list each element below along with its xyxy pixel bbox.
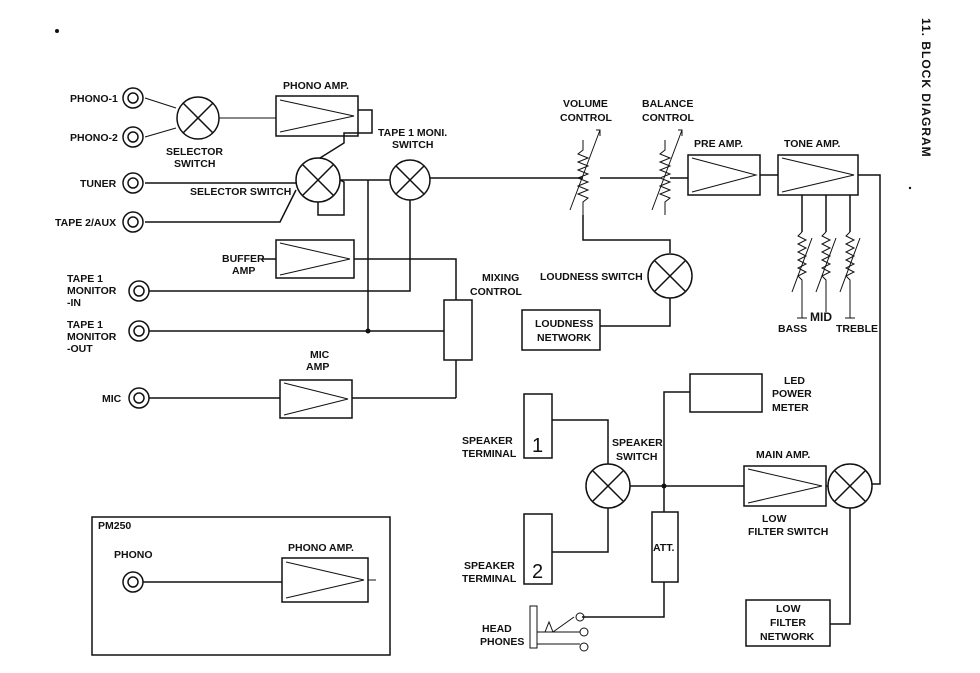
main-amp-label: MAIN AMP. [756, 449, 810, 461]
tuner-label: TUNER [80, 178, 117, 190]
low-filter-switch-label-1: LOW [762, 513, 787, 525]
inset-phono-amp [281, 557, 369, 603]
tape1-out-label-3: -OUT [67, 343, 93, 355]
mic-amp [279, 379, 353, 419]
tape1-out-label-2: MONITOR [67, 331, 117, 343]
tape1-moni-switch [389, 159, 431, 201]
speaker-terminal-1 [523, 393, 553, 459]
mixing-control-label-2: CONTROL [470, 286, 522, 298]
tone-amp-label: TONE AMP. [784, 138, 840, 150]
balance-control [651, 129, 683, 215]
balance-control-label-2: CONTROL [642, 112, 694, 124]
loudness-network-label-1: LOUDNESS [535, 318, 593, 330]
speaker-terminal-1-label-1: SPEAKER [462, 435, 513, 447]
tape1-in-label-2: MONITOR [67, 285, 117, 297]
speaker-terminal-1-number: 1 [532, 435, 543, 457]
selector-switch-1 [176, 96, 220, 140]
phono-amp [275, 95, 359, 137]
treble-label: TREBLE [836, 323, 878, 335]
tape1-in-label-1: TAPE 1 [67, 273, 103, 285]
loudness-network [521, 309, 601, 351]
low-filter-switch-label-2: FILTER SWITCH [748, 526, 828, 538]
low-filter-network-label-3: NETWORK [760, 631, 815, 643]
inset-phono-amp-label: PHONO AMP. [288, 542, 354, 554]
speaker-terminal-2-number: 2 [532, 561, 543, 583]
loudness-switch [647, 253, 693, 299]
selector-switch-1-label-2: SWITCH [174, 158, 215, 170]
low-filter-network-label-2: FILTER [770, 617, 806, 629]
tape1-in-label-3: -IN [67, 297, 81, 309]
low-filter-network [745, 599, 831, 647]
selector-switch-2-label: SELECTOR SWITCH [190, 186, 291, 198]
att-block [651, 511, 679, 583]
att-label: ATT. [653, 542, 674, 554]
selector-switch-1-label-1: SELECTOR [166, 146, 223, 158]
mic-label: MIC [102, 393, 122, 405]
volume-control-label-2: CONTROL [560, 112, 612, 124]
headphones-label-2: PHONES [480, 636, 524, 648]
led-meter-label-2: POWER [772, 388, 812, 400]
mixing-control [443, 299, 473, 361]
low-filter-network-label-1: LOW [776, 603, 801, 615]
buffer-amp [275, 239, 355, 279]
inset-phono-label: PHONO [114, 549, 153, 561]
speaker-terminal-2-label-1: SPEAKER [464, 560, 515, 572]
speaker-switch-label-1: SPEAKER [612, 437, 663, 449]
pm250-inset [91, 516, 391, 656]
selector-switch-2 [295, 157, 341, 203]
pm250-label: PM250 [98, 520, 131, 532]
tone-pots [791, 231, 861, 318]
phono-amp-label: PHONO AMP. [283, 80, 349, 92]
speaker-switch [585, 463, 631, 509]
tone-amp [777, 154, 859, 196]
mic-amp-label-2: AMP [306, 361, 329, 373]
tape1-out-label-1: TAPE 1 [67, 319, 103, 331]
bass-label: BASS [778, 323, 807, 335]
speaker-terminal-2 [523, 513, 553, 585]
volume-control [569, 129, 601, 215]
low-filter-switch [827, 463, 873, 509]
main-amp [743, 465, 827, 507]
led-power-meter [689, 373, 763, 413]
speaker-switch-label-2: SWITCH [616, 451, 657, 463]
headphones-label-1: HEAD [482, 623, 512, 635]
loudness-switch-label: LOUDNESS SWITCH [540, 271, 643, 283]
pre-amp-label: PRE AMP. [694, 138, 743, 150]
loudness-network-label-2: NETWORK [537, 332, 592, 344]
phono2-label: PHONO-2 [70, 132, 118, 144]
mic-amp-label-1: MIC [310, 349, 330, 361]
input-jacks [122, 87, 150, 409]
buffer-amp-label-2: AMP [232, 265, 255, 277]
headphones-jack [529, 605, 589, 652]
led-meter-label-1: LED [784, 375, 805, 387]
tape2-label: TAPE 2/AUX [55, 217, 116, 229]
pre-amp [687, 154, 761, 196]
phono1-label: PHONO-1 [70, 93, 118, 105]
tape1-moni-label-2: SWITCH [392, 139, 433, 151]
mixing-control-label-1: MIXING [482, 272, 519, 284]
speaker-terminal-1-label-2: TERMINAL [462, 448, 517, 460]
inset-phono-jack [122, 571, 144, 593]
led-meter-label-3: METER [772, 402, 809, 414]
tape1-moni-label-1: TAPE 1 MONI. [378, 127, 447, 139]
page-title: 11. BLOCK DIAGRAM [919, 18, 933, 158]
speaker-terminal-2-label-2: TERMINAL [462, 573, 517, 585]
volume-control-label-1: VOLUME [563, 98, 608, 110]
mid-label: MID [810, 310, 832, 324]
buffer-amp-label-1: BUFFER [222, 253, 265, 265]
balance-control-label-1: BALANCE [642, 98, 693, 110]
